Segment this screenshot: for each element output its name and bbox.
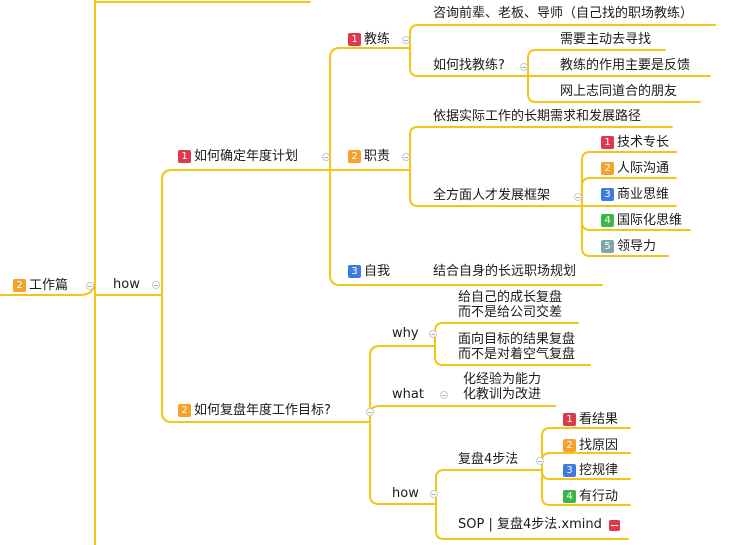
topic-label: why: [392, 326, 419, 341]
topic-label: 技术专长: [617, 135, 670, 150]
collapse-icon[interactable]: [574, 193, 582, 201]
topic-sop-link[interactable]: SOP | 复盘4步法.xmind: [458, 517, 602, 533]
topic-label: 自我: [364, 264, 391, 279]
topic-4-steps[interactable]: 复盘4步法: [458, 452, 518, 468]
collapse-icon[interactable]: [366, 408, 374, 416]
priority-badge: 3: [563, 464, 576, 477]
topic-label: 咨询前辈、老板、导师（自己找的职场教练）: [433, 6, 694, 21]
xmind-file-icon[interactable]: [609, 520, 620, 531]
topic-label: 全方面人才发展框架: [433, 188, 551, 203]
topic-label: 教练: [364, 32, 391, 47]
topic-coach-item[interactable]: 网上志同道合的朋友: [560, 84, 677, 100]
topic-label: 商业思维: [617, 187, 670, 202]
priority-badge: 1: [348, 33, 361, 46]
priority-badge: 2: [563, 439, 576, 452]
priority-badge: 2: [13, 279, 26, 292]
root-topic-label: 工作篇: [29, 278, 69, 293]
collapse-icon[interactable]: [402, 36, 410, 44]
topic-label: how: [392, 486, 419, 501]
topic-label: 领导力: [617, 239, 657, 254]
topic-label: 如何确定年度计划: [194, 149, 299, 164]
topic-why-item[interactable]: 给自己的成长复盘 而不是给公司交差: [458, 290, 562, 320]
topic-label: 需要主动去寻找: [560, 32, 652, 47]
topic-label: SOP | 复盘4步法.xmind: [458, 517, 602, 532]
priority-badge: 3: [601, 188, 614, 201]
priority-badge: 1: [563, 413, 576, 426]
collapse-icon[interactable]: [536, 457, 544, 465]
topic-what-desc[interactable]: 化经验为能力 化教训为改进: [463, 372, 541, 402]
collapse-icon[interactable]: [520, 63, 528, 71]
topic-label: 面向目标的结果复盘 而不是对着空气复盘: [458, 332, 576, 362]
collapse-icon[interactable]: [402, 153, 410, 161]
priority-badge: 2: [178, 404, 191, 417]
topic-label: 看结果: [579, 412, 619, 427]
topic-coach-item[interactable]: 教练的作用主要是反馈: [560, 58, 690, 74]
topic-why[interactable]: why: [392, 326, 419, 342]
topic-label: 找原因: [579, 438, 619, 453]
priority-badge: 4: [563, 490, 576, 503]
collapse-icon[interactable]: [429, 330, 437, 338]
collapse-icon[interactable]: [430, 490, 438, 498]
topic-label: 复盘4步法: [458, 452, 519, 467]
topic-label: 如何找教练?: [433, 58, 505, 73]
collapse-icon[interactable]: [86, 282, 94, 290]
priority-badge: 2: [601, 162, 614, 175]
topic-label: 给自己的成长复盘 而不是给公司交差: [458, 290, 563, 320]
topic-coach-item[interactable]: 需要主动去寻找: [560, 32, 651, 48]
topic-seek-mentor[interactable]: 咨询前辈、老板、导师（自己找的职场教练）: [433, 6, 693, 22]
topic-label: 挖规律: [579, 463, 619, 478]
priority-badge: 2: [348, 150, 361, 163]
priority-badge: 5: [601, 240, 614, 253]
topic-label: 职责: [364, 149, 391, 164]
priority-badge: 1: [178, 150, 191, 163]
priority-badge: 3: [348, 265, 361, 278]
priority-badge: 4: [601, 214, 614, 227]
topic-what[interactable]: what: [392, 387, 424, 403]
collapse-icon[interactable]: [440, 391, 448, 399]
topic-duty-basis[interactable]: 依据实际工作的长期需求和发展路径: [433, 109, 641, 125]
how-topic[interactable]: how: [113, 277, 140, 293]
topic-label: 结合自身的长远职场规划: [433, 264, 577, 279]
topic-label: 化经验为能力 化教训为改进: [463, 372, 542, 402]
topic-label: what: [392, 387, 424, 402]
collapse-icon[interactable]: [322, 153, 330, 161]
topic-label: 有行动: [579, 489, 619, 504]
topic-self-desc[interactable]: 结合自身的长远职场规划: [433, 264, 576, 280]
topic-label: 网上志同道合的朋友: [560, 84, 678, 99]
topic-why-item[interactable]: 面向目标的结果复盘 而不是对着空气复盘: [458, 332, 575, 362]
topic-review-how[interactable]: how: [392, 486, 419, 502]
topic-label: 如何复盘年度工作目标?: [194, 403, 331, 418]
topic-label: 国际化思维: [617, 213, 683, 228]
topic-label: 人际沟通: [617, 161, 670, 176]
topic-label: 教练的作用主要是反馈: [560, 58, 691, 73]
collapse-icon[interactable]: [152, 281, 160, 289]
topic-how-find-coach[interactable]: 如何找教练?: [433, 58, 505, 74]
priority-badge: 1: [601, 136, 614, 149]
topic-label: 依据实际工作的长期需求和发展路径: [433, 109, 642, 124]
how-topic-label: how: [113, 277, 140, 292]
topic-talent-framework[interactable]: 全方面人才发展框架: [433, 188, 550, 204]
